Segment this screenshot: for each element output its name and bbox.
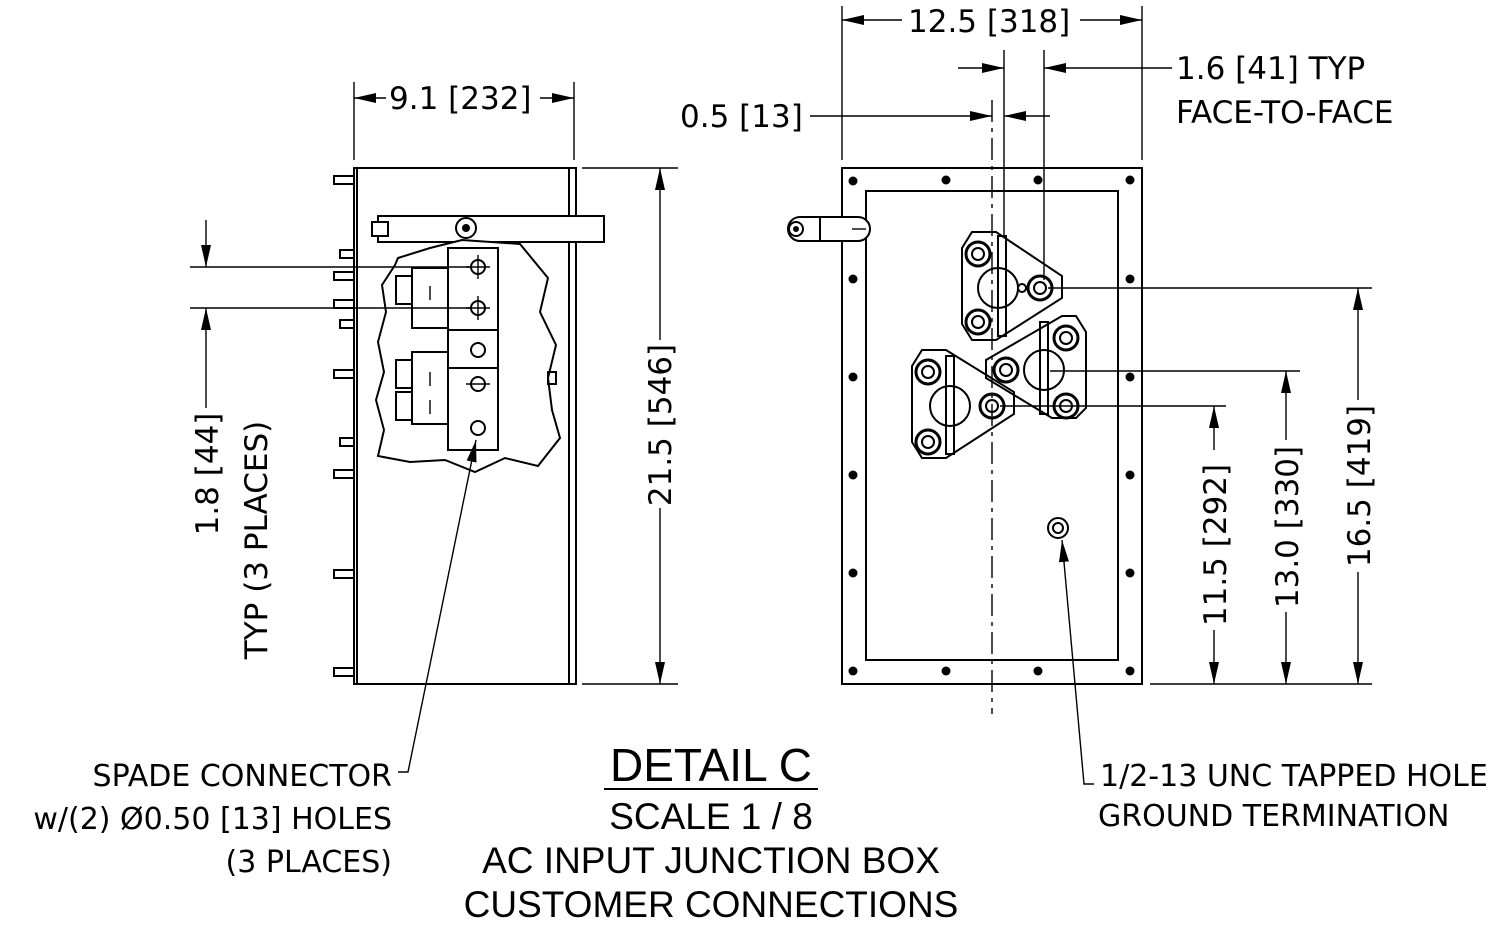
dim-face-to-face — [958, 50, 1172, 280]
dim-spacing-note: TYP (3 PLACES) — [239, 421, 275, 660]
dim-front-width — [841, 6, 1143, 160]
terminal-block-top — [961, 231, 1063, 341]
spade-note-line1: SPADE CONNECTOR — [93, 759, 392, 794]
front-view-hinge — [787, 216, 871, 242]
front-view: 12.5 [318] 1.6 [41] TYP FACE-TO-FACE 0.5… — [680, 4, 1393, 785]
dim-height-1 — [1000, 405, 1226, 684]
dim-height-2-label: 13.0 [330] — [1270, 446, 1306, 608]
dim-spacing — [190, 220, 470, 408]
spade-note-line2: w/(2) Ø0.50 [13] HOLES — [33, 802, 392, 837]
side-view-studs — [333, 175, 355, 677]
detail-title: DETAIL C — [610, 739, 812, 791]
dim-height-2 — [1050, 370, 1300, 684]
dim-front-width-label: 12.5 [318] — [908, 4, 1070, 40]
terminal-block-left — [911, 349, 1015, 459]
side-view: 9.1 [232] 21.5 [546] 1.8 [44] TYP (3 PLA… — [190, 81, 679, 773]
dim-spacing-value: 1.8 [44] — [190, 413, 226, 536]
dim-offset-label: 0.5 [13] — [680, 99, 803, 135]
cutaway-breakout — [374, 238, 562, 474]
dim-face-to-face-note: FACE-TO-FACE — [1176, 95, 1393, 131]
tapped-note-line2: GROUND TERMINATION — [1098, 799, 1449, 834]
dim-side-width-label: 9.1 [232] — [389, 81, 532, 117]
dim-height-1-label: 11.5 [292] — [1198, 464, 1234, 626]
flange-bolts — [848, 175, 1135, 676]
dim-side-height — [582, 167, 678, 685]
spade-leader — [398, 439, 477, 773]
dim-face-to-face-value: 1.6 [41] TYP — [1176, 51, 1365, 87]
tapped-note-line1: 1/2-13 UNC TAPPED HOLE — [1100, 759, 1488, 794]
detail-caption-line2: CUSTOMER CONNECTIONS — [464, 884, 959, 925]
terminal-block-right — [985, 315, 1087, 420]
detail-caption-line1: AC INPUT JUNCTION BOX — [482, 840, 940, 881]
dim-side-width — [353, 82, 575, 160]
side-view-body — [353, 167, 577, 685]
dim-side-height-label: 21.5 [546] — [643, 344, 679, 506]
detail-scale: SCALE 1 / 8 — [609, 796, 813, 837]
dim-height-3-label: 16.5 [419] — [1342, 405, 1378, 567]
dim-height-3 — [1048, 287, 1372, 684]
side-view-hinge — [371, 215, 605, 243]
tapped-hole-leader — [1058, 539, 1094, 785]
ground-tapped-hole — [1047, 517, 1069, 539]
spade-note-line3: (3 PLACES) — [226, 845, 392, 880]
